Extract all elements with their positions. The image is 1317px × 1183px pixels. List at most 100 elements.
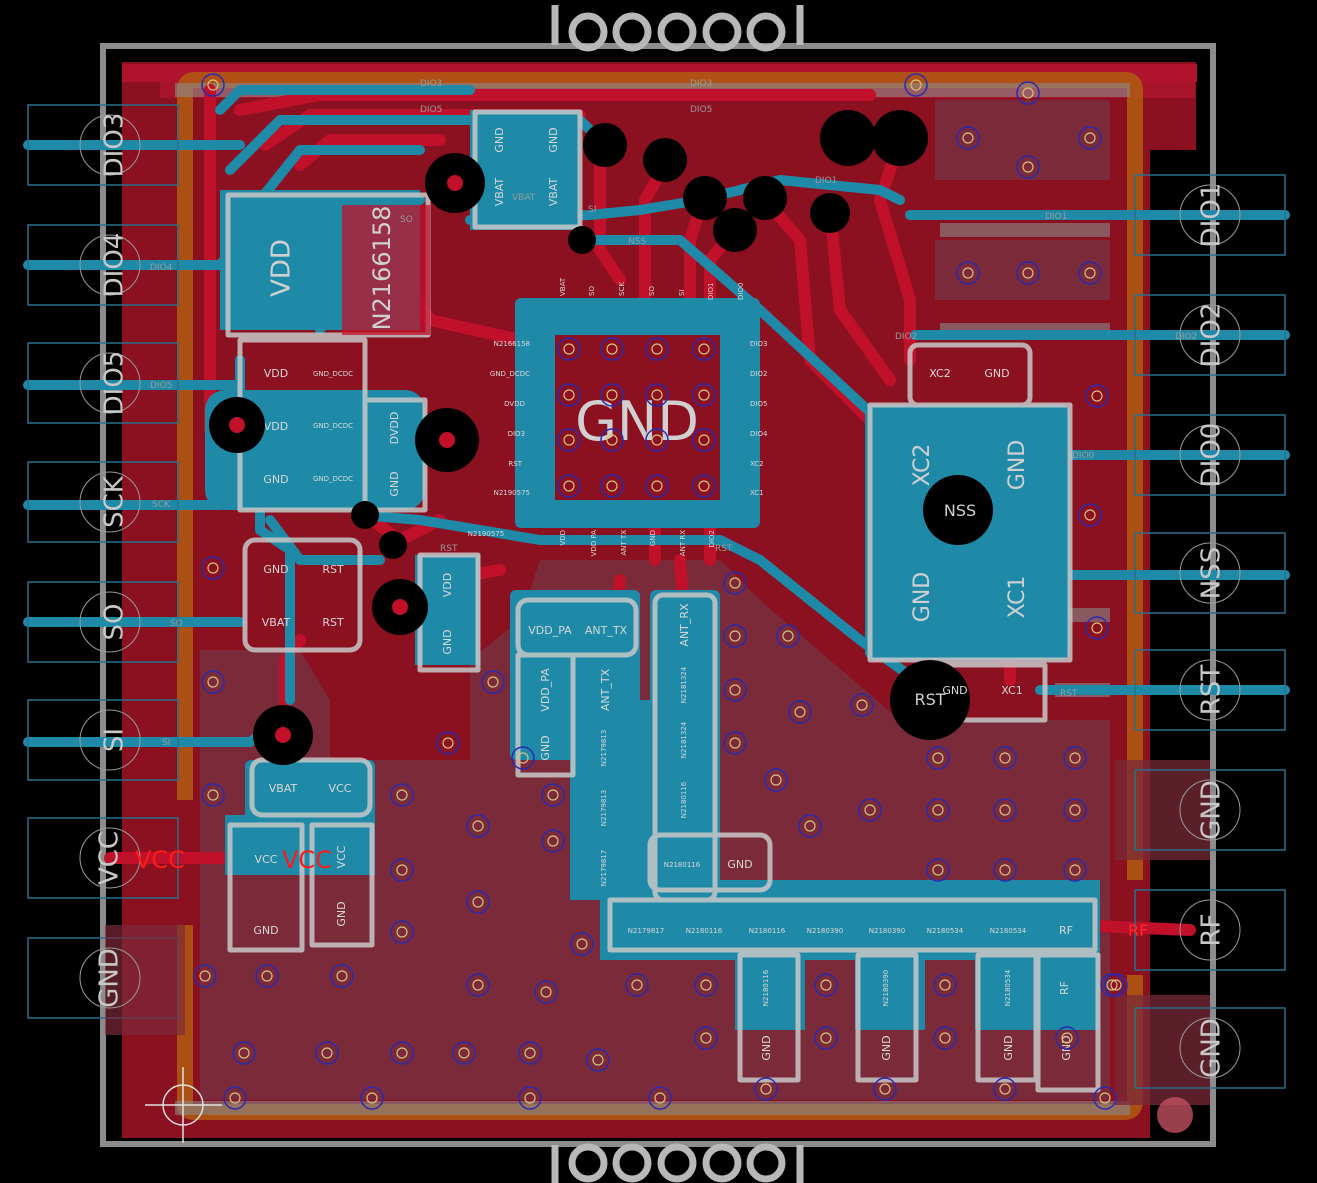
chip-pin-label: ANT RX xyxy=(679,530,687,556)
pad-label: GND xyxy=(1002,1035,1015,1060)
via xyxy=(850,693,874,717)
via-hole xyxy=(631,979,643,991)
left-pin-dio5[interactable]: DIO5 xyxy=(27,342,179,424)
pad-label: N2180534 xyxy=(990,927,1027,935)
via xyxy=(993,1077,1017,1101)
right-pin-rf[interactable]: RF xyxy=(1134,889,1286,971)
via-hole xyxy=(700,979,712,991)
via-hole xyxy=(939,1032,951,1044)
via xyxy=(1063,798,1087,822)
chip-pin-label: N2166158 xyxy=(494,340,530,348)
via-hole xyxy=(547,789,559,801)
fiducial xyxy=(1157,1097,1193,1133)
via-hole xyxy=(700,1032,712,1044)
via-hole xyxy=(321,1047,333,1059)
via-hole xyxy=(336,970,348,982)
right-pin-dio1[interactable]: DIO1 xyxy=(1134,174,1286,256)
left-pin-sck[interactable]: SCK xyxy=(27,461,179,543)
via-hole xyxy=(651,480,663,492)
via-hole xyxy=(760,1083,772,1095)
pad-label: GND xyxy=(539,735,552,760)
pad-label: RF xyxy=(1059,924,1073,937)
right-edge-pins: DIO1 DIO2 DIO0 NSS RST GND RF GND xyxy=(1115,174,1286,1105)
chip-pin-label: DVDD xyxy=(504,400,525,408)
via xyxy=(926,798,950,822)
net-label: DIO3 xyxy=(420,79,442,89)
left-pin-dio4[interactable]: DIO4 xyxy=(27,224,179,306)
via-hole xyxy=(864,804,876,816)
net-label: SI xyxy=(588,205,596,215)
right-pin-nss[interactable]: NSS xyxy=(1134,532,1286,614)
via-hole xyxy=(910,79,922,91)
left-pin-so[interactable]: SO xyxy=(27,581,179,663)
via-hole xyxy=(962,132,974,144)
chip-pin-label: RST xyxy=(508,460,522,468)
via xyxy=(648,1086,672,1110)
via xyxy=(452,1041,476,1065)
via-hole xyxy=(1069,864,1081,876)
left-pin-gnd[interactable]: GND xyxy=(27,925,185,1035)
pad-label: VDD_PA xyxy=(539,668,552,712)
via-hole xyxy=(729,630,741,642)
right-pin-gnd-1[interactable]: GND xyxy=(1115,760,1286,860)
via xyxy=(764,768,788,792)
pin-label: DIO4 xyxy=(100,233,130,298)
right-pin-dio2[interactable]: DIO2 xyxy=(1134,294,1286,376)
via-hole xyxy=(487,676,499,688)
via xyxy=(694,1026,718,1050)
via xyxy=(390,783,414,807)
via xyxy=(926,858,950,882)
pad-label: VBAT xyxy=(269,782,298,795)
right-pin-dio0[interactable]: DIO0 xyxy=(1134,414,1286,496)
pad-label: GND xyxy=(253,924,278,937)
origin-marker xyxy=(145,1067,222,1143)
pin-label: DIO2 xyxy=(1197,303,1227,368)
pad-label: N2180534 xyxy=(1004,969,1012,1006)
chip-pin-label: GND xyxy=(649,530,657,546)
pad-label: GND xyxy=(760,1035,773,1060)
via xyxy=(360,1086,384,1110)
chip-pin-label: GND_DCDC xyxy=(490,370,530,378)
via xyxy=(534,980,558,1004)
via-hole xyxy=(794,706,806,718)
net-label: DIO2 xyxy=(895,332,917,342)
pin-label: SCK xyxy=(100,475,130,528)
via-hole xyxy=(654,1092,666,1104)
right-pin-rst[interactable]: RST xyxy=(1134,649,1286,731)
net-label: SO xyxy=(170,619,183,629)
pad-label: N2180116 xyxy=(762,969,770,1006)
chip-pin-label: XC2 xyxy=(750,460,764,468)
pin-label: GND xyxy=(1197,780,1227,840)
left-pin-si[interactable]: SI xyxy=(27,699,179,781)
via xyxy=(466,973,490,997)
net-labels: DIO4 DIO5 SCK SO SI DIO3 DIO3 DIO5 DIO5 … xyxy=(150,79,1197,748)
via-hole xyxy=(651,389,663,401)
pad-label: N2179817 xyxy=(628,927,664,935)
left-pin-vcc[interactable]: VCC xyxy=(27,817,179,899)
chip-pin-label: SI xyxy=(678,289,686,296)
via xyxy=(956,126,980,150)
via-hole xyxy=(396,1047,408,1059)
via xyxy=(600,474,624,498)
via xyxy=(723,571,747,595)
via-hole xyxy=(770,774,782,786)
net-label: DIO4 xyxy=(150,263,173,273)
via xyxy=(993,746,1017,770)
via xyxy=(645,383,669,407)
via-hole xyxy=(606,480,618,492)
via-hole xyxy=(651,434,663,446)
right-pin-gnd-2[interactable]: GND xyxy=(1115,995,1286,1105)
rst-label: RST xyxy=(914,690,945,709)
via-hole xyxy=(999,752,1011,764)
pad-label: VCC xyxy=(335,845,348,868)
pad-label: VDD_PA xyxy=(528,624,572,637)
left-pin-dio3[interactable]: DIO3 xyxy=(27,104,179,186)
pad-label: RST xyxy=(322,563,344,576)
via-hole xyxy=(563,480,575,492)
pad-label: GND xyxy=(984,367,1009,380)
net-label: DIO5 xyxy=(420,105,442,115)
via-hole xyxy=(729,684,741,696)
via xyxy=(1085,384,1109,408)
gnd-component-a: GND xyxy=(1005,440,1030,490)
pad-label: N2181324 xyxy=(680,721,688,758)
